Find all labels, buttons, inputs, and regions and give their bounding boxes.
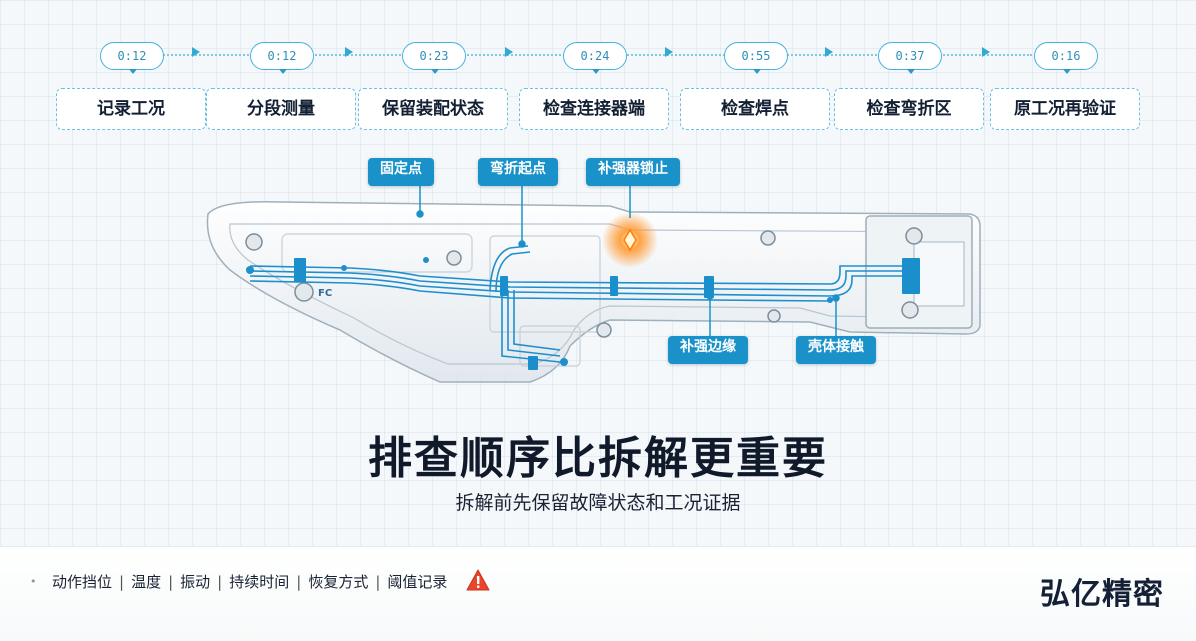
flow-step: 0:12 记录工况 — [56, 40, 208, 132]
step-time: 0:37 — [878, 42, 942, 70]
step-label: 原工况再验证 — [990, 88, 1140, 130]
pointer-icon — [431, 69, 439, 74]
divider: | — [168, 573, 174, 591]
hotspot-diamond-icon — [623, 228, 637, 252]
step-time: 0:55 — [724, 42, 788, 70]
step-label: 检查弯折区 — [834, 88, 984, 130]
brand-logo: 弘亿精密 — [1040, 577, 1164, 612]
bullet-icon: • — [30, 575, 37, 588]
pointer-icon — [592, 69, 600, 74]
footer-bar: • 动作挡位 | 温度 | 振动 | 持续时间 | 恢复方式 | 阈值记录 弘亿精密 — [0, 546, 1196, 641]
flow-arrow-icon — [192, 47, 200, 57]
flex-cable-traces — [249, 245, 905, 363]
tag-item: 振动 — [180, 573, 211, 591]
internal-rib — [281, 233, 473, 273]
pointer-icon — [1063, 69, 1071, 74]
warning-triangle-icon — [466, 569, 490, 591]
callout-stiffener-lock: 补强器锁止 — [586, 158, 680, 186]
flow-arrow-icon — [982, 47, 990, 57]
pcb-mark: FC — [318, 288, 332, 299]
pointer-icon — [907, 69, 915, 74]
step-label: 检查焊点 — [680, 88, 830, 130]
tag-item: 动作挡位 — [52, 573, 113, 591]
step-time: 0:12 — [100, 42, 164, 70]
tag-item: 阈值记录 — [387, 573, 448, 591]
step-label: 检查连接器端 — [519, 88, 669, 130]
callout-shell-contact: 壳体接触 — [796, 336, 876, 364]
flow-step: 0:37 检查弯折区 — [834, 40, 986, 132]
divider: | — [375, 573, 381, 591]
flow-arrow-icon — [345, 47, 353, 57]
trace-node — [246, 257, 833, 366]
divider: | — [119, 573, 125, 591]
step-time: 0:12 — [250, 42, 314, 70]
callout-bend-start: 弯折起点 — [478, 158, 558, 186]
connector-slot — [913, 241, 965, 307]
callout-fixed-point: 固定点 — [368, 158, 434, 186]
flow-arrow-icon — [825, 47, 833, 57]
flow-step: 0:23 保留装配状态 — [358, 40, 510, 132]
flow-arrow-icon — [665, 47, 673, 57]
step-label: 分段测量 — [206, 88, 356, 130]
housing-inner-wall — [229, 223, 961, 365]
step-time: 0:23 — [402, 42, 466, 70]
pointer-icon — [753, 69, 761, 74]
flow-step: 0:12 分段测量 — [206, 40, 358, 132]
pointer-icon — [129, 69, 137, 74]
page-title: 排查顺序比拆解更重要 — [368, 433, 828, 484]
screw-icon — [245, 227, 923, 338]
process-flow: 0:12 记录工况 0:12 分段测量 0:23 保留装配状态 0:24 检查连… — [0, 0, 1196, 140]
step-label: 记录工况 — [56, 88, 206, 130]
record-tags: 动作挡位 | 温度 | 振动 | 持续时间 | 恢复方式 | 阈值记录 — [52, 571, 447, 592]
tag-item: 温度 — [131, 573, 162, 591]
divider: | — [217, 573, 223, 591]
connector-assembly-diagram: FC — [190, 150, 990, 400]
flow-step: 0:16 原工况再验证 — [990, 40, 1142, 132]
pointer-icon — [279, 69, 287, 74]
callout-leader — [416, 184, 840, 336]
internal-rib — [519, 325, 581, 367]
page-subtitle: 拆解前先保留故障状态和工况证据 — [455, 492, 741, 514]
step-label: 保留装配状态 — [358, 88, 508, 130]
divider: | — [296, 573, 302, 591]
flow-step: 0:55 检查焊点 — [680, 40, 832, 132]
step-time: 0:24 — [563, 42, 627, 70]
flow-arrow-icon — [505, 47, 513, 57]
tag-item: 持续时间 — [229, 573, 290, 591]
housing-shell — [206, 201, 981, 383]
assembly-drawing: FC — [206, 184, 981, 383]
stiffener-block — [294, 258, 920, 370]
callout-stiffener-edge: 补强边缘 — [668, 336, 748, 364]
flow-step: 0:24 检查连接器端 — [519, 40, 671, 132]
step-time: 0:16 — [1034, 42, 1098, 70]
tag-item: 恢复方式 — [308, 573, 369, 591]
